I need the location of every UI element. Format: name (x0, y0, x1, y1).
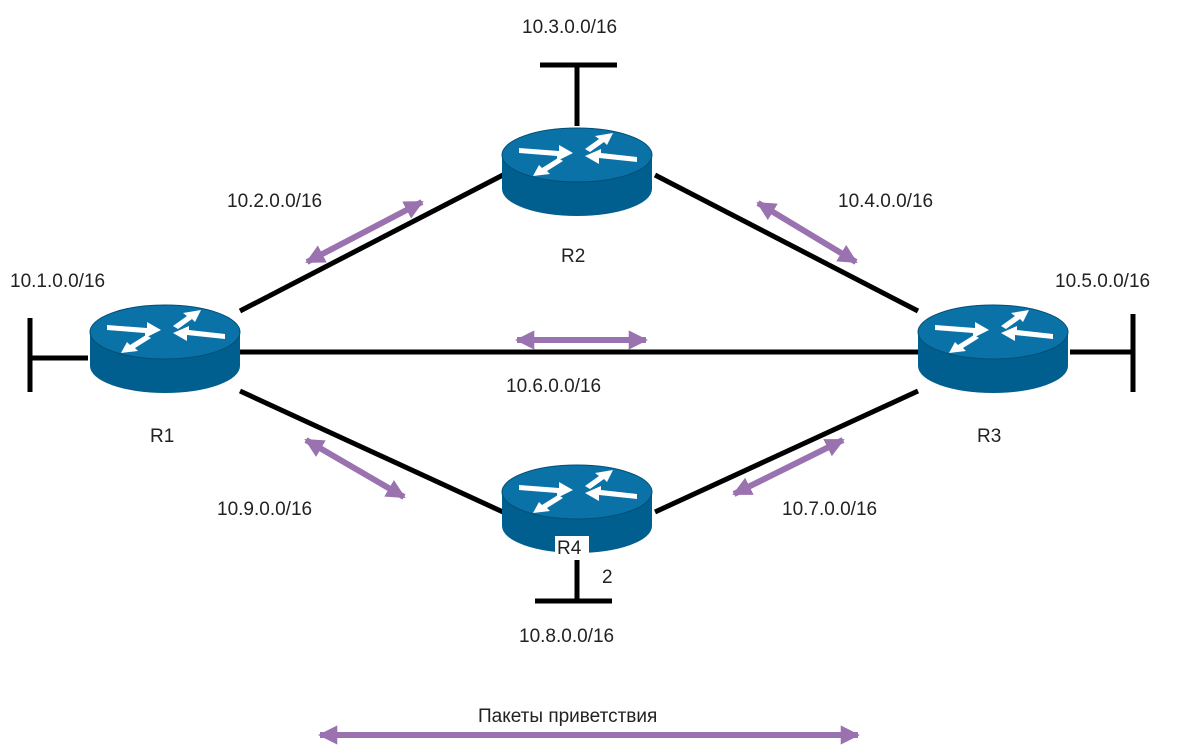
router-label-r3: R3 (977, 426, 1001, 447)
router-label-r4: R4 (557, 538, 582, 559)
network-label-9: 10.9.0.0/16 (217, 499, 312, 520)
router-label-r4-bg (555, 536, 589, 560)
legend-label: Пакеты приветствия (478, 706, 657, 727)
link-r1-r4 (238, 388, 505, 515)
stub-net-r4 (535, 558, 612, 604)
network-label-5: 10.5.0.0/16 (1055, 271, 1150, 292)
network-label-3: 10.3.0.0/16 (522, 17, 617, 38)
network-label-8: 10.8.0.0/16 (519, 626, 614, 647)
stub-net-r3 (1070, 314, 1136, 392)
link-r3-r4 (653, 388, 920, 515)
hello-arrow-r1-r2 (305, 199, 424, 265)
network-label-2: 10.2.0.0/16 (227, 191, 322, 212)
stub-net-r1 (27, 318, 88, 392)
network-label-7: 10.7.0.0/16 (782, 499, 877, 520)
network-label-1: 10.1.0.0/16 (10, 271, 105, 292)
network-label-4: 10.4.0.0/16 (838, 191, 933, 212)
hello-arrow-r2-r3 (756, 200, 858, 265)
router-r2-icon (501, 127, 653, 217)
network-label-6: 10.6.0.0/16 (506, 376, 601, 397)
router-label-r1: R1 (150, 426, 174, 447)
router-r1-icon (89, 304, 241, 394)
legend: Пакеты приветствия (318, 706, 860, 745)
extra-label: 2 (602, 567, 613, 588)
stub-net-r2 (540, 62, 617, 126)
router-label-r2: R2 (561, 246, 585, 267)
hello-arrow-r3-r4 (732, 437, 845, 497)
router-r3-icon (917, 304, 1069, 394)
hello-arrow-r1-r4 (304, 437, 406, 500)
